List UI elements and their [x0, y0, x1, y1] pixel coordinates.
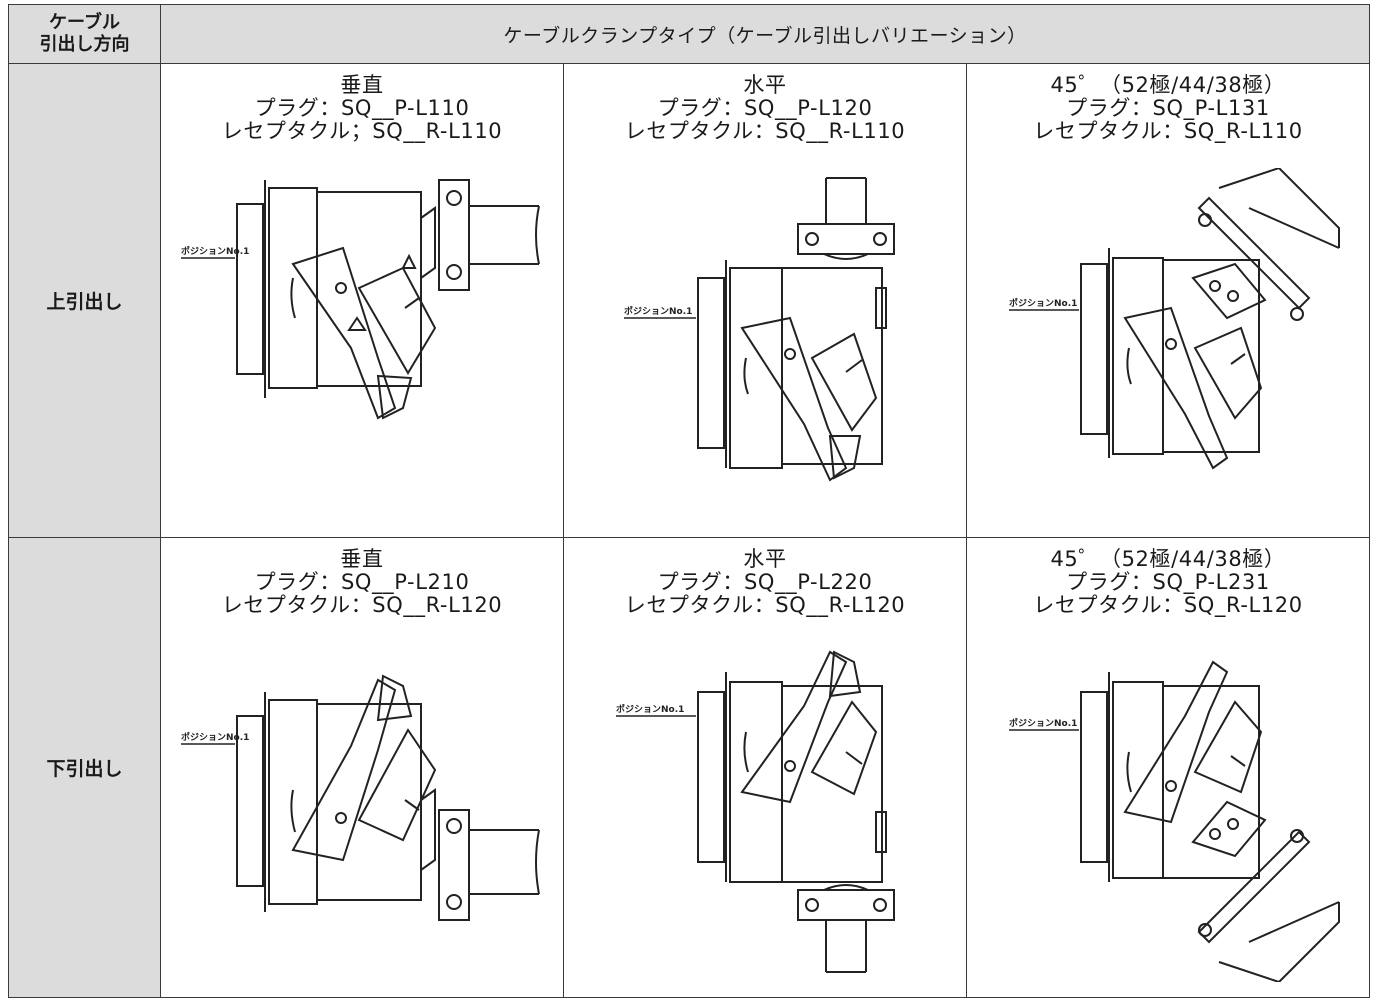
row-header-down: 下引出し: [8, 537, 161, 998]
caption-receptacle: レセプタクル：SQ__R-L120: [624, 593, 906, 617]
svg-text:ポジションNo.1: ポジションNo.1: [181, 245, 249, 257]
row-header-up-label: 上引出し: [46, 291, 123, 313]
svg-text:ポジションNo.1: ポジションNo.1: [181, 731, 249, 743]
caption-receptacle: レセプタクル：SQ__R-L120: [221, 593, 503, 617]
svg-text:ポジションNo.1: ポジションNo.1: [624, 305, 692, 317]
row-header-down-label: 下引出し: [46, 758, 123, 780]
main-header: ケーブルクランプタイプ（ケーブル引出しバリエーション）: [160, 4, 1370, 64]
caption-down-vertical: 垂直 プラグ：SQ__P-L210 レセプタクル：SQ__R-L120: [161, 548, 563, 617]
caption-down-horizontal: 水平 プラグ：SQ__P-L220 レセプタクル：SQ__R-L120: [564, 548, 966, 617]
caption-plug: プラグ：SQ__P-L210: [254, 570, 470, 594]
caption-orientation: 水平: [743, 547, 787, 571]
vertical-up-drawing: ポジションNo.1: [173, 168, 553, 508]
cell-up-vertical: 垂直 プラグ：SQ__P-L110 レセプタクル；SQ__R-L110 ポジショ…: [160, 63, 564, 538]
svg-text:ポジションNo.1: ポジションNo.1: [616, 703, 684, 715]
caption-orientation: 垂直: [340, 547, 384, 571]
caption-up-diagonal: 45゜（52極/44/38極） プラグ：SQ_P-L131 レセプタクル：SQ_…: [967, 74, 1369, 143]
corner-header: ケーブル 引出し方向: [8, 4, 161, 64]
cell-up-horizontal: 水平 プラグ：SQ__P-L120 レセプタクル：SQ__R-L110 ポジショ…: [563, 63, 967, 538]
svg-text:ポジションNo.1: ポジションNo.1: [1009, 297, 1077, 309]
cell-down-diagonal: 45゜（52極/44/38極） プラグ：SQ_P-L231 レセプタクル：SQ_…: [966, 537, 1370, 998]
cell-up-diagonal: 45゜（52極/44/38極） プラグ：SQ_P-L131 レセプタクル：SQ_…: [966, 63, 1370, 538]
caption-orientation: 垂直: [340, 73, 384, 97]
diagonal-down-drawing: ポジションNo.1: [979, 642, 1359, 982]
caption-receptacle: レセプタクル：SQ_R-L110: [1033, 119, 1303, 143]
cell-down-vertical: 垂直 プラグ：SQ__P-L210 レセプタクル：SQ__R-L120 ポジショ…: [160, 537, 564, 998]
caption-receptacle: レセプタクル：SQ_R-L120: [1033, 593, 1303, 617]
caption-plug: プラグ：SQ_P-L131: [1066, 96, 1270, 120]
caption-up-vertical: 垂直 プラグ：SQ__P-L110 レセプタクル；SQ__R-L110: [161, 74, 563, 143]
caption-plug: プラグ：SQ_P-L231: [1066, 570, 1270, 594]
caption-orientation: 45゜（52極/44/38極）: [1050, 547, 1286, 571]
caption-receptacle: レセプタクル；SQ__R-L110: [221, 119, 503, 143]
horizontal-down-drawing: ポジションNo.1: [576, 642, 956, 982]
horizontal-up-drawing: ポジションNo.1: [576, 168, 956, 508]
corner-header-line-2: 引出し方向: [39, 34, 130, 55]
main-header-label: ケーブルクランプタイプ（ケーブル引出しバリエーション）: [503, 24, 1027, 47]
caption-orientation: 水平: [743, 73, 787, 97]
row-header-up: 上引出し: [8, 63, 161, 538]
vertical-down-drawing: ポジションNo.1: [173, 650, 553, 990]
caption-receptacle: レセプタクル：SQ__R-L110: [624, 119, 906, 143]
cell-down-horizontal: 水平 プラグ：SQ__P-L220 レセプタクル：SQ__R-L120 ポジショ…: [563, 537, 967, 998]
caption-plug: プラグ：SQ__P-L120: [657, 96, 873, 120]
cable-direction-table: ケーブル 引出し方向 ケーブルクランプタイプ（ケーブル引出しバリエーション） 上…: [8, 4, 1370, 998]
diagonal-up-drawing: ポジションNo.1: [979, 168, 1359, 508]
corner-header-line-1: ケーブル: [49, 12, 120, 33]
caption-down-diagonal: 45゜（52極/44/38極） プラグ：SQ_P-L231 レセプタクル：SQ_…: [967, 548, 1369, 617]
caption-up-horizontal: 水平 プラグ：SQ__P-L120 レセプタクル：SQ__R-L110: [564, 74, 966, 143]
caption-plug: プラグ：SQ__P-L220: [657, 570, 873, 594]
caption-plug: プラグ：SQ__P-L110: [254, 96, 470, 120]
svg-text:ポジションNo.1: ポジションNo.1: [1009, 717, 1077, 729]
caption-orientation: 45゜（52極/44/38極）: [1050, 73, 1286, 97]
